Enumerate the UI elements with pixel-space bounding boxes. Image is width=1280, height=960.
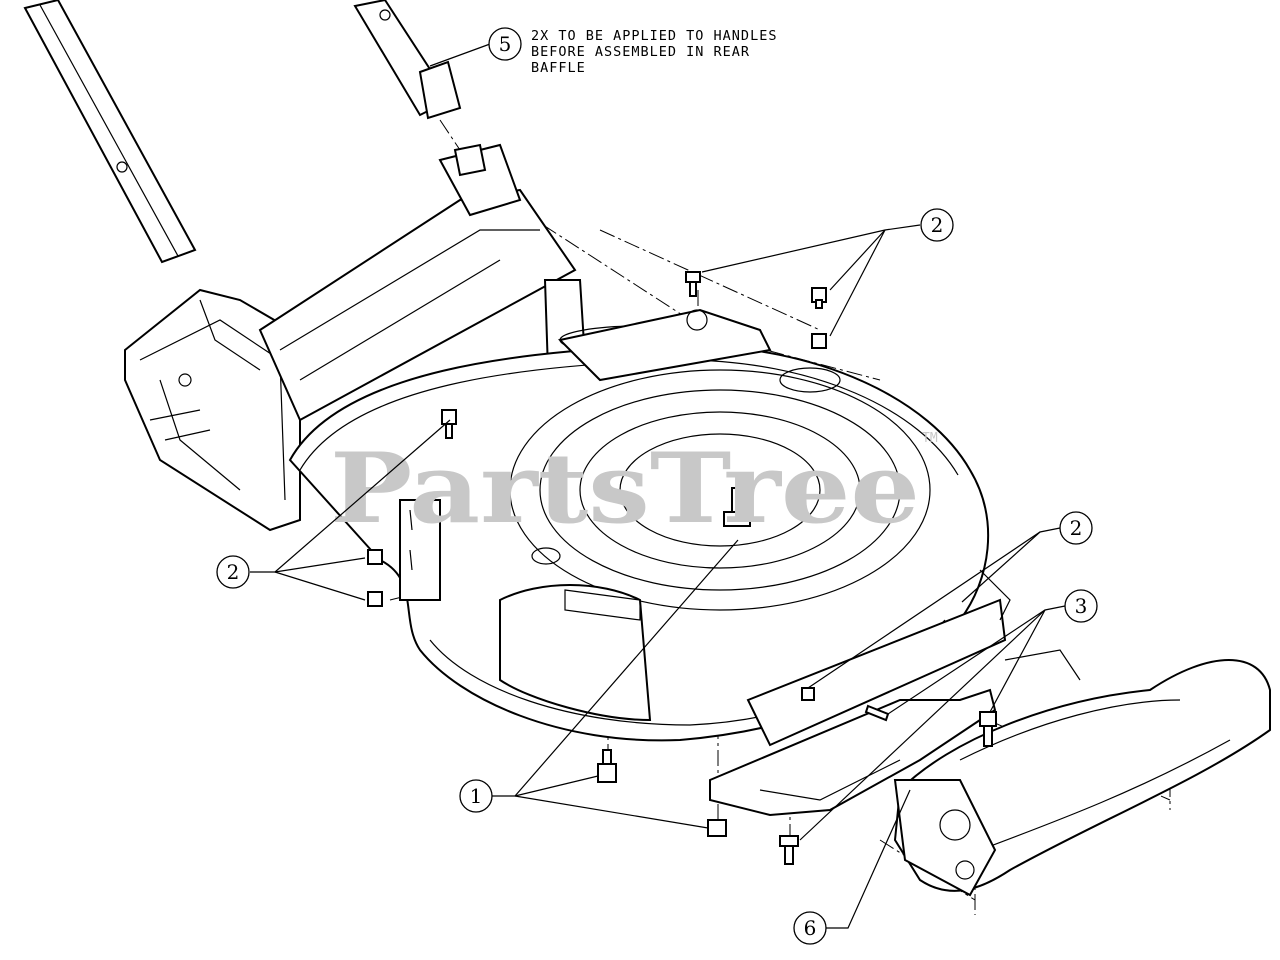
callout-6[interactable]: 6 bbox=[793, 911, 827, 945]
note-line-1: 2X TO BE APPLIED TO HANDLES bbox=[531, 28, 777, 44]
bolt-right-2 bbox=[864, 704, 890, 722]
bolt-left-3 bbox=[367, 591, 383, 607]
callout-1-label: 1 bbox=[470, 784, 483, 808]
spindle-bolt bbox=[723, 487, 751, 527]
callout-2-left[interactable]: 2 bbox=[216, 555, 250, 589]
note-line-3: BAFFLE bbox=[531, 60, 586, 76]
bolt-lower bbox=[779, 835, 799, 865]
bolt-left-2 bbox=[367, 549, 383, 565]
note-line-2: BEFORE ASSEMBLED IN REAR bbox=[531, 44, 750, 60]
callout-2-top[interactable]: 2 bbox=[920, 208, 954, 242]
callout-5[interactable]: 5 bbox=[488, 27, 522, 61]
callout-2-right[interactable]: 2 bbox=[1059, 511, 1093, 545]
callout-2-left-label: 2 bbox=[227, 560, 240, 584]
bolt-top-2 bbox=[811, 287, 827, 309]
mower-deck bbox=[288, 308, 1011, 747]
left-handle-tube bbox=[23, 0, 197, 264]
leader-lines bbox=[250, 43, 1066, 929]
parts-tree-watermark: PartsTree TM bbox=[330, 431, 938, 545]
callout-1[interactable]: 1 bbox=[459, 779, 493, 813]
bolt-right-1 bbox=[801, 687, 815, 701]
rear-door-bracket bbox=[709, 688, 997, 817]
callout-6-label: 6 bbox=[804, 916, 817, 940]
right-handle-tube bbox=[353, 0, 462, 120]
bolt-left-1 bbox=[441, 409, 457, 439]
fasteners bbox=[367, 271, 997, 865]
bolt-top-3 bbox=[811, 333, 827, 349]
assembly-note: 2X TO BE APPLIED TO HANDLES BEFORE ASSEM… bbox=[531, 28, 777, 76]
callout-3-label: 3 bbox=[1075, 594, 1088, 618]
callout-2-right-label: 2 bbox=[1070, 516, 1083, 540]
bolt-top-1 bbox=[685, 271, 701, 297]
watermark-tm: TM bbox=[922, 431, 938, 446]
watermark-text: PartsTree bbox=[330, 432, 920, 545]
callout-3[interactable]: 3 bbox=[1064, 589, 1098, 623]
discharge-chute bbox=[893, 649, 1271, 897]
callout-2-top-label: 2 bbox=[931, 213, 944, 237]
bolt-right-3 bbox=[979, 711, 997, 747]
bolt-front bbox=[597, 749, 617, 783]
bolt-door bbox=[707, 819, 727, 837]
callout-5-label: 5 bbox=[499, 32, 512, 56]
